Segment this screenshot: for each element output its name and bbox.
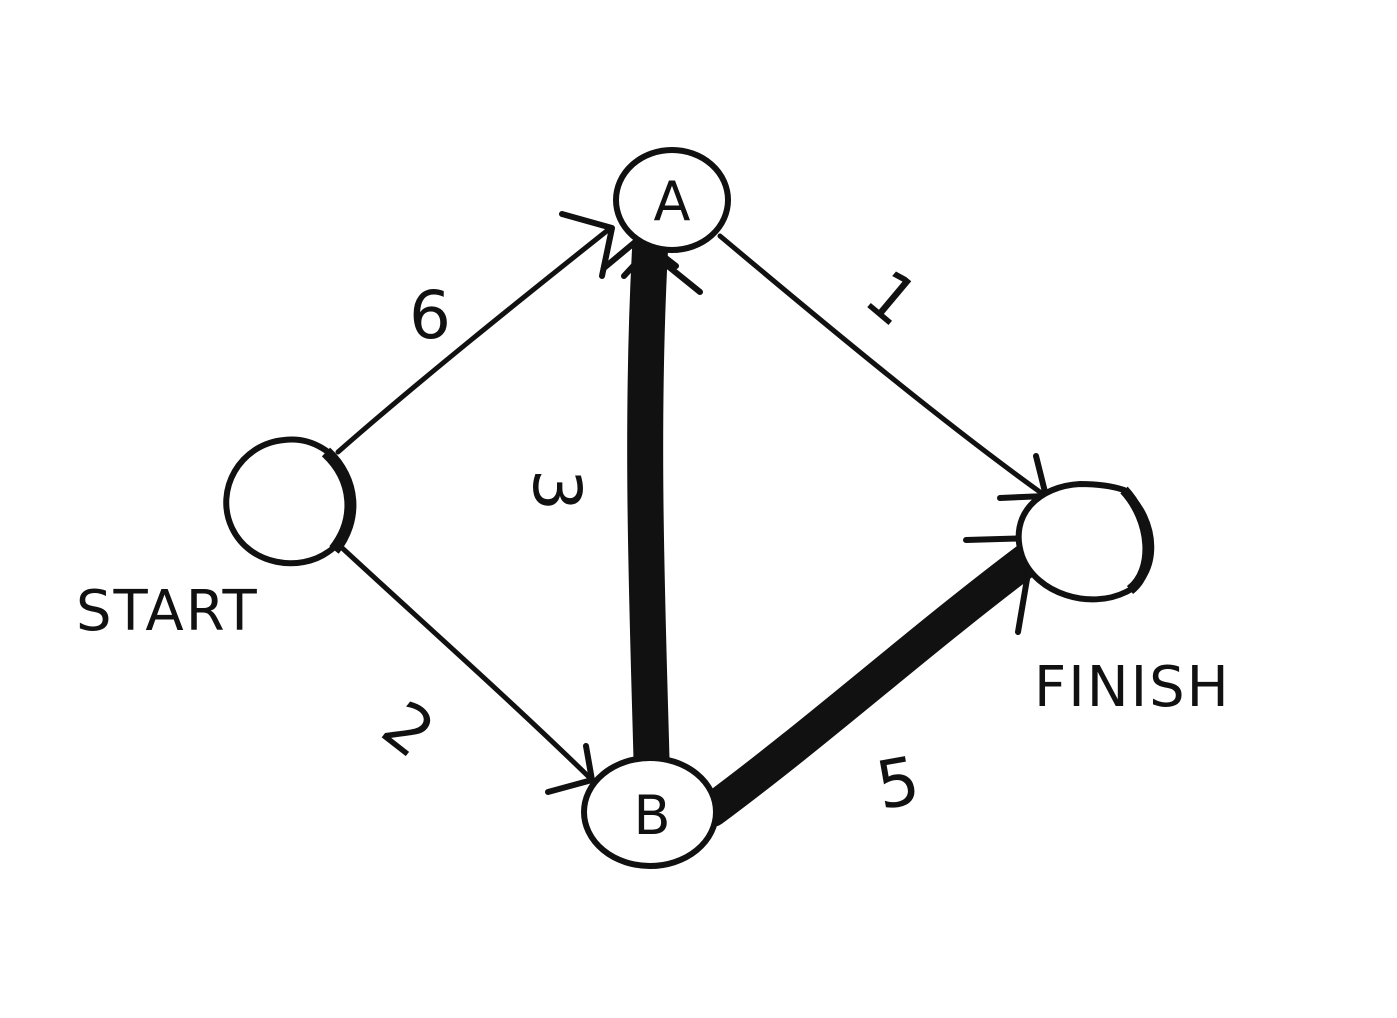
edge-b-to-a — [627, 232, 670, 796]
edge-start-to-b — [337, 543, 593, 781]
weight-b-finish: 5 — [871, 742, 926, 825]
edge-b-to-finish — [695, 539, 1049, 827]
edge-a-to-finish — [717, 233, 1043, 495]
thin-edges — [335, 227, 1043, 781]
weight-b-a: 3 — [518, 469, 595, 511]
finish-caption: FINISH — [1034, 655, 1231, 720]
node-start — [223, 436, 357, 567]
node-a — [613, 147, 731, 253]
node-b — [581, 755, 719, 869]
highlighted-edges — [627, 232, 1049, 827]
weight-start-b: 2 — [368, 686, 449, 773]
weight-a-finish: 1 — [851, 255, 933, 341]
node-b-label: B — [633, 784, 670, 847]
arrowhead-start-b-icon — [545, 743, 595, 795]
start-caption: START — [76, 579, 259, 644]
weight-start-a: 6 — [409, 277, 451, 354]
edge-start-to-a — [335, 227, 611, 455]
arrowhead-start-a-icon — [559, 211, 615, 279]
node-a-label: A — [654, 170, 691, 233]
node-finish — [1015, 480, 1155, 603]
